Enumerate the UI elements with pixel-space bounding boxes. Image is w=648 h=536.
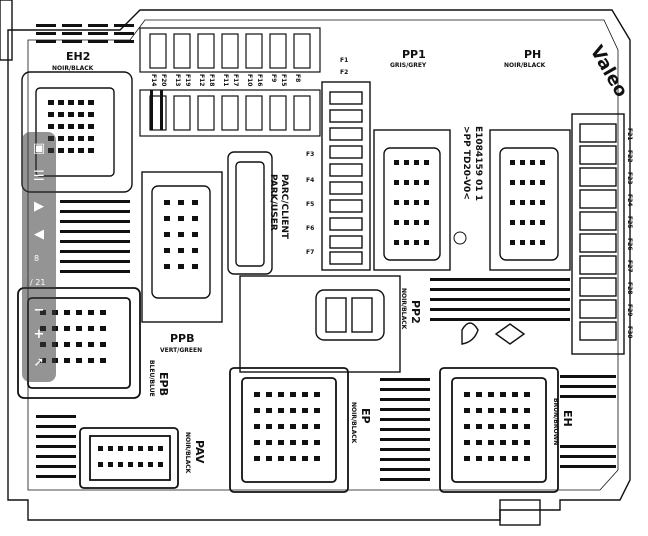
ppb-label: PPB (170, 332, 195, 345)
fuse-label-f6: F6 (306, 225, 314, 232)
ep-label: EP (359, 408, 372, 424)
next-page-icon[interactable]: ▶ (34, 199, 44, 214)
fuse-label-f16: F16 (256, 74, 263, 86)
page-list-icon[interactable]: ☰ (33, 169, 45, 184)
epb-color: BLEU/BLUE (148, 360, 155, 397)
fuse-label-f2: F2 (340, 69, 348, 76)
fuse-label-f21: F21 (626, 128, 633, 140)
pp2-color: NOIR/BLACK (400, 288, 407, 330)
fuse-label-f7: F7 (306, 249, 314, 256)
fuse-label-f19: F19 (184, 74, 191, 86)
eh-color: BRUN/BROWN (552, 398, 559, 445)
peugeot-lion-logo (461, 322, 526, 345)
page-total: / 21 (30, 278, 46, 287)
fuse-label-f28: F28 (626, 282, 633, 294)
zoom-in-button[interactable]: + (33, 327, 45, 342)
pav-color: NOIR/BLACK (184, 432, 191, 474)
ph-color: NOIR/BLACK (504, 62, 546, 69)
fuse-label-f15: F15 (280, 74, 287, 86)
part-number-line1: E1084159 01 1 (473, 126, 483, 201)
fuse-label-f14: F14 (150, 74, 157, 86)
fuse-label-f24: F24 (626, 194, 633, 206)
part-number-line2: >PP TD20-V0< (461, 126, 471, 200)
eh2-color: NOIR/BLACK (52, 65, 94, 72)
pav-label: PAV (193, 440, 206, 464)
ep-color: NOIR/BLACK (350, 402, 357, 444)
fuse-label-f29: F29 (626, 304, 633, 316)
park-label-line2: PARK/USER (268, 174, 278, 231)
fuse-label-f18: F18 (208, 74, 215, 86)
fuse-label-f9: F9 (270, 74, 277, 82)
page-current[interactable]: 8 (34, 254, 40, 263)
epb-label: EPB (157, 372, 170, 396)
pp1-label: PP1 (402, 48, 426, 61)
fuse-label-f3: F3 (306, 151, 314, 158)
brand-logo-text: Valeo (586, 42, 632, 101)
fit-page-icon[interactable]: ➚ (33, 355, 45, 370)
viewer-toolbar: ▣ ☰ ▶ ◀ 8 / 21 − + ➚ (22, 132, 56, 382)
fuse-label-f12: F12 (198, 74, 205, 86)
prev-page-icon[interactable]: ◀ (34, 227, 44, 242)
fuse-label-f1: F1 (340, 57, 348, 64)
pp2-label: PP2 (409, 300, 422, 324)
fuse-label-f25: F25 (626, 216, 633, 228)
eh-label: EH (561, 410, 574, 427)
fuse-label-f30: F30 (626, 326, 633, 338)
fuse-label-f26: F26 (626, 238, 633, 250)
eh2-label: EH2 (66, 50, 90, 63)
fuse-label-f10: F10 (246, 74, 253, 86)
fuse-label-f22: F22 (626, 150, 633, 162)
fuse-label-f8: F8 (294, 74, 301, 82)
fuse-label-f17: F17 (232, 74, 239, 86)
select-tool-icon[interactable]: ▣ (32, 141, 46, 156)
ph-label: PH (524, 48, 541, 61)
park-label-line1: PARC/CLIENT (279, 174, 289, 240)
ppb-color: VERT/GREEN (160, 347, 202, 354)
pp1-color: GRIS/GREY (390, 62, 427, 69)
fuse-label-f11: F11 (222, 74, 229, 86)
fuse-label-f27: F27 (626, 260, 633, 272)
zoom-out-button[interactable]: − (33, 303, 45, 318)
fuse-label-f23: F23 (626, 172, 633, 184)
fuse-label-f4: F4 (306, 177, 314, 184)
fuse-label-f13: F13 (174, 74, 181, 86)
fuse-label-f20: F20 (160, 74, 167, 86)
fuse-label-f5: F5 (306, 201, 314, 208)
